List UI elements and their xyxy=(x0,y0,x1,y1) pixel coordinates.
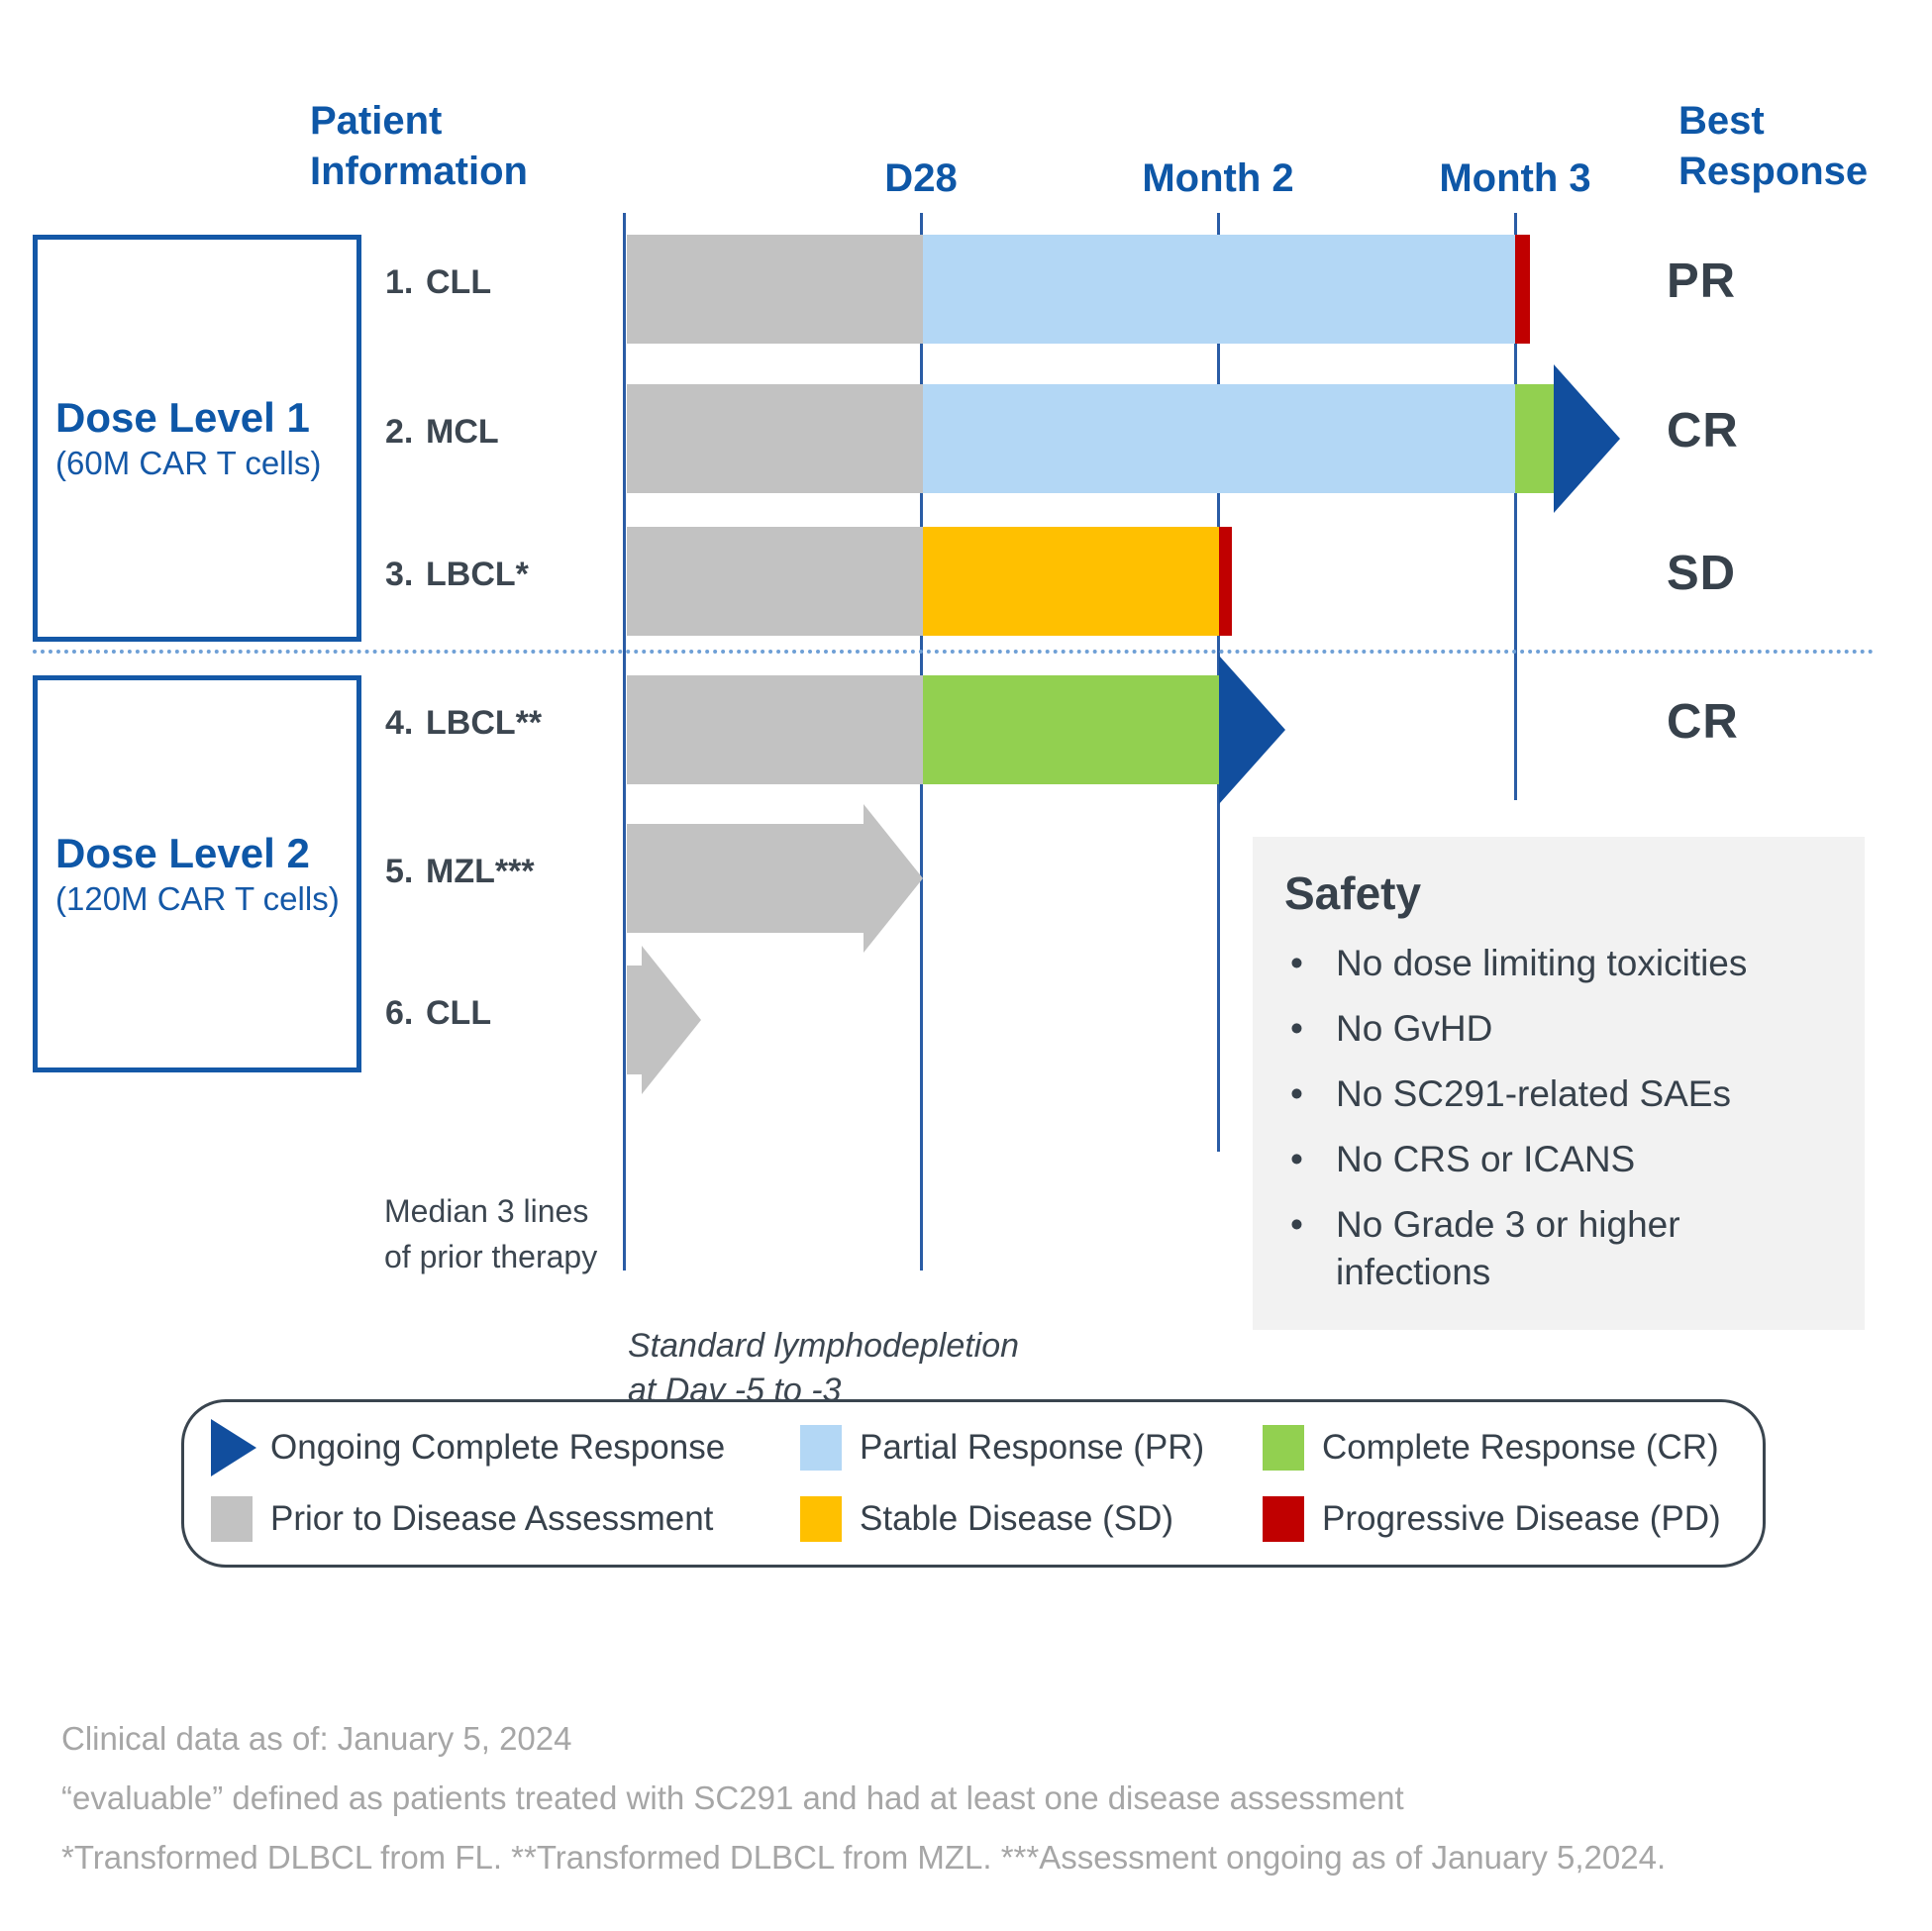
patient-diagnosis: LBCL* xyxy=(426,556,529,593)
bar-segment-pd xyxy=(1515,235,1530,344)
pd-swatch-icon xyxy=(1263,1496,1304,1542)
patient-label: 3. LBCL* xyxy=(385,556,529,594)
axis-tick-label: D28 xyxy=(884,156,958,200)
dose-level-2-subtitle: (120M CAR T cells) xyxy=(55,879,340,917)
patient-diagnosis: CLL xyxy=(426,263,492,301)
bar-segment-prior xyxy=(627,384,923,493)
axis-tick-label: Month 2 xyxy=(1142,156,1294,200)
dose-level-divider-line xyxy=(33,650,1875,654)
legend-label: Complete Response (CR) xyxy=(1322,1428,1719,1467)
bar-segment-cr xyxy=(1515,384,1554,493)
patient-number: 1. xyxy=(385,263,414,301)
dose-level-1-subtitle: (60M CAR T cells) xyxy=(55,444,322,481)
patient-label: 2. MCL xyxy=(385,413,499,452)
footnote-line: Clinical data as of: January 5, 2024 xyxy=(61,1720,572,1757)
dose-level-2-box: Dose Level 2 (120M CAR T cells) xyxy=(33,675,361,1072)
ongoing-response-arrow-icon xyxy=(1219,656,1285,804)
legend-label: Partial Response (PR) xyxy=(860,1428,1205,1467)
safety-panel: Safety No dose limiting toxicities No GvH… xyxy=(1253,837,1865,1330)
column-header-patient-information: Patient Information xyxy=(310,99,528,193)
patient-label: 1. CLL xyxy=(385,263,491,302)
legend-label: Progressive Disease (PD) xyxy=(1322,1499,1721,1538)
axis-tick-label: Month 3 xyxy=(1439,156,1591,200)
prior-arrow-head-icon xyxy=(641,946,701,1094)
legend-item-ongoing: Ongoing Complete Response xyxy=(211,1419,800,1476)
best-response-value: SD xyxy=(1667,547,1737,600)
patient-number: 6. xyxy=(385,994,414,1032)
patient-label: 6. CLL xyxy=(385,994,491,1033)
patient-label: 4. LBCL** xyxy=(385,704,542,743)
column-header-best-response: Best Response xyxy=(1678,99,1869,193)
safety-bullet: No dose limiting toxicities xyxy=(1284,940,1845,987)
patient-diagnosis: CLL xyxy=(426,994,492,1032)
best-response-value: CR xyxy=(1667,404,1739,457)
legend-item-pd: Progressive Disease (PD) xyxy=(1263,1496,1763,1542)
bar-segment-prior xyxy=(627,675,923,784)
cr-swatch-icon xyxy=(1263,1425,1304,1471)
patient-diagnosis: LBCL** xyxy=(426,704,543,742)
patient-number: 3. xyxy=(385,556,414,593)
legend-label: Ongoing Complete Response xyxy=(270,1428,726,1467)
safety-bullet: No SC291-related SAEs xyxy=(1284,1070,1845,1118)
safety-bullet-list: No dose limiting toxicities No GvHD No SC2… xyxy=(1284,940,1845,1296)
timeline-gridline xyxy=(1514,213,1517,800)
bar-segment-pd xyxy=(1219,527,1233,636)
patient-number: 4. xyxy=(385,704,414,742)
bar-segment-sd xyxy=(923,527,1219,636)
bar-segment-prior xyxy=(627,527,923,636)
footnote-line: “evaluable” defined as patients treated … xyxy=(61,1779,1404,1816)
dose-level-2-title: Dose Level 2 xyxy=(55,829,310,876)
median-prior-therapy-note: Median 3 lines of prior therapy xyxy=(384,1193,598,1274)
legend-item-sd: Stable Disease (SD) xyxy=(800,1496,1263,1542)
pr-swatch-icon xyxy=(800,1425,842,1471)
legend-item-cr: Complete Response (CR) xyxy=(1263,1425,1763,1471)
bar-segment-prior xyxy=(627,235,923,344)
sd-swatch-icon xyxy=(800,1496,842,1542)
legend-label: Stable Disease (SD) xyxy=(860,1499,1174,1538)
ongoing-response-arrow-icon xyxy=(1553,364,1620,513)
safety-bullet: No GvHD xyxy=(1284,1005,1845,1053)
bar-segment-pr xyxy=(923,235,1515,344)
legend-item-pr: Partial Response (PR) xyxy=(800,1425,1263,1471)
dose-level-1-title: Dose Level 1 xyxy=(55,393,310,441)
safety-bullet: No CRS or ICANS xyxy=(1284,1136,1845,1183)
bar-segment-cr xyxy=(923,675,1219,784)
best-response-value: CR xyxy=(1667,695,1739,749)
dose-level-1-box: Dose Level 1 (60M CAR T cells) xyxy=(33,235,361,642)
bar-segment-prior-arrow-body xyxy=(627,966,642,1074)
prior-arrow-head-icon xyxy=(864,804,923,953)
patient-number: 2. xyxy=(385,413,414,451)
safety-bullet: No Grade 3 or higher infections xyxy=(1284,1201,1845,1296)
timeline-gridline xyxy=(623,213,626,1270)
ongoing-arrow-legend-icon xyxy=(211,1419,256,1476)
legend-item-prior: Prior to Disease Assessment xyxy=(211,1496,800,1542)
bar-segment-pr xyxy=(923,384,1515,493)
patient-number: 5. xyxy=(385,853,414,890)
prior-swatch-icon xyxy=(211,1496,253,1542)
patient-label: 5. MZL*** xyxy=(385,853,535,891)
footnote-line: *Transformed DLBCL from FL. **Transforme… xyxy=(61,1839,1667,1876)
legend-box: Ongoing Complete Response Partial Respons… xyxy=(181,1399,1766,1568)
footnotes: Clinical data as of: January 5, 2024 “eva… xyxy=(61,1709,1864,1887)
lymphodepletion-note: Standard lymphodepletion at Day -5 to -3 xyxy=(628,1327,1020,1409)
patient-diagnosis: MCL xyxy=(426,413,499,451)
best-response-value: PR xyxy=(1667,254,1737,308)
safety-title: Safety xyxy=(1284,867,1422,919)
bar-segment-prior-arrow-body xyxy=(627,824,864,933)
patient-diagnosis: MZL*** xyxy=(426,853,535,890)
legend-label: Prior to Disease Assessment xyxy=(270,1499,714,1538)
